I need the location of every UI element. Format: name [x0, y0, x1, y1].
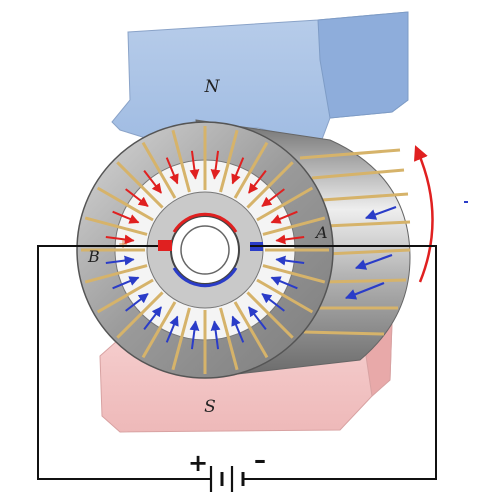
- brush-positive: [158, 240, 172, 251]
- coil-slot: [219, 307, 239, 371]
- current-arrow-in: [105, 255, 135, 266]
- brush-a-label: A: [314, 223, 328, 242]
- current-arrow-out: [189, 150, 200, 180]
- coil-slot: [262, 216, 326, 236]
- coil-slot: [219, 129, 239, 193]
- current-arrow-out: [143, 170, 162, 194]
- current-arrow-in: [261, 293, 285, 312]
- coil-slot: [171, 307, 191, 371]
- brush-b-label: B: [87, 247, 100, 266]
- current-arrow-in: [112, 276, 140, 290]
- coil-slot: [256, 186, 314, 222]
- current-arrow-in: [248, 306, 267, 330]
- coil-slot: [141, 141, 177, 199]
- coil-slot: [116, 161, 164, 209]
- current-arrow-in: [189, 320, 200, 350]
- current-arrow-in: [275, 255, 305, 266]
- current-arrow-in: [210, 320, 221, 350]
- current-arrow-out: [275, 234, 305, 245]
- side-current-arrows: [344, 205, 397, 300]
- commutator: [170, 212, 240, 288]
- coil-slot: [233, 141, 269, 199]
- rotation-arrow-icon: [414, 145, 434, 283]
- current-arrow-out: [248, 170, 267, 194]
- current-arrow-out: [165, 157, 179, 185]
- coil-slot: [96, 186, 154, 222]
- coil-slot: [233, 301, 269, 359]
- coil-slot: [256, 278, 314, 314]
- armature-slots: [81, 126, 329, 374]
- current-arrow-out: [270, 210, 298, 224]
- current-arrow-out: [210, 150, 221, 180]
- current-arrow-in: [231, 315, 245, 343]
- coil-slot: [96, 278, 154, 314]
- south-pole-label: S: [204, 397, 216, 417]
- coil-slot: [84, 216, 148, 236]
- coil-slot: [246, 161, 294, 209]
- coil-slot: [246, 291, 294, 339]
- coil-slot: [84, 264, 148, 284]
- north-pole-piece: N: [111, 11, 409, 151]
- current-arrow-out: [112, 210, 140, 224]
- current-arrow-in: [270, 276, 298, 290]
- current-arrow-out: [231, 157, 245, 185]
- coil-slot: [262, 264, 326, 284]
- battery: [206, 466, 248, 492]
- battery-plus-sign: +: [188, 449, 208, 477]
- small-plus-mark: +: [118, 237, 128, 251]
- coil-slot: [171, 129, 191, 193]
- current-arrow-in: [143, 306, 162, 330]
- current-arrow-in: [165, 315, 179, 343]
- current-arrows: [105, 150, 305, 350]
- battery-minus-sign: –: [254, 446, 266, 474]
- current-arrow-in: [125, 293, 149, 312]
- coil-slot: [116, 291, 164, 339]
- north-pole-label: N: [204, 77, 221, 97]
- external-circuit: [37, 245, 437, 480]
- coil-slot: [141, 301, 177, 359]
- current-arrow-out: [125, 188, 149, 207]
- side-coil-wires: [299, 148, 411, 336]
- current-arrow-out: [105, 234, 135, 245]
- current-arrow-out: [261, 188, 285, 207]
